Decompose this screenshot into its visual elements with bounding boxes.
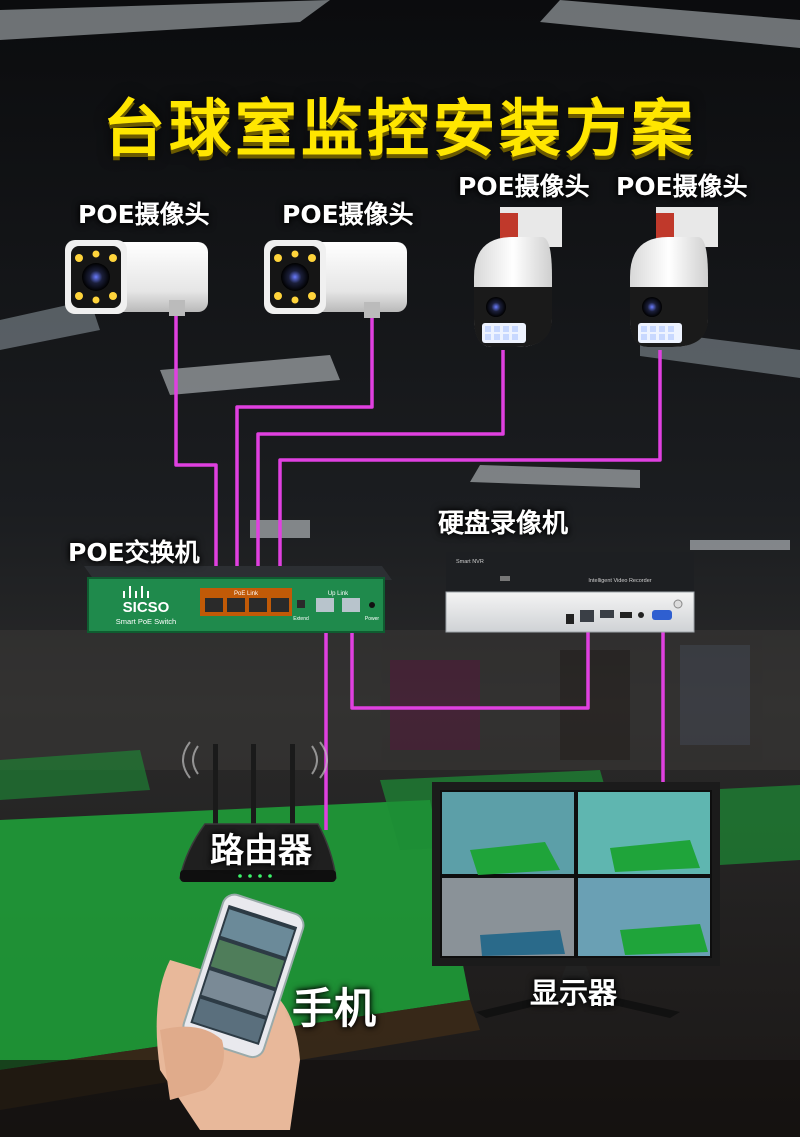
- wifi-icon: [182, 741, 328, 779]
- switch-uplink-label: Up Link: [328, 591, 349, 597]
- nvr-recorder: Smart NVR Intelligent Video Recorder: [445, 552, 695, 633]
- cable-cam3-switch: [256, 350, 505, 598]
- switch-extend-label: Extend: [293, 616, 309, 622]
- switch-port-group-label: PoE Link: [234, 591, 259, 597]
- camera-bullet-1: [65, 240, 208, 316]
- poe-switch: SICSO Smart PoE Switch PoE Link Extend U…: [84, 566, 392, 633]
- monitor-label: 显示器: [530, 976, 618, 1010]
- nvr-front-text: Intelligent Video Recorder: [588, 578, 651, 584]
- camera-label-1: POE摄像头: [78, 200, 210, 229]
- page-title: 台球室监控安装方案: [102, 92, 697, 165]
- router-antennas: [213, 744, 295, 830]
- switch-logo-icon: [123, 586, 149, 598]
- router-device: [179, 741, 337, 882]
- phone-label: 手机: [292, 984, 377, 1033]
- switch-subtitle: Smart PoE Switch: [116, 617, 176, 626]
- ceiling-lights: [0, 0, 800, 550]
- phone-in-hand: [156, 893, 305, 1130]
- camera-bullet-2: [264, 240, 407, 318]
- monitor-video-tiles: [442, 792, 710, 956]
- cable-group: [174, 312, 665, 830]
- nvr-label: 硬盘录像机: [438, 509, 569, 539]
- switch-brand: SICSO: [123, 599, 170, 616]
- nvr-brand: Smart NVR: [456, 559, 484, 565]
- camera-label-3: POE摄像头: [458, 172, 590, 201]
- cable-cam2-switch: [235, 315, 374, 598]
- camera-label-4: POE摄像头: [616, 172, 748, 201]
- switch-poe-ports: [205, 598, 289, 612]
- cable-cam4-switch: [278, 350, 662, 598]
- switch-label: POE交换机: [68, 538, 200, 567]
- camera-dome-3: [474, 207, 562, 347]
- camera-dome-4: [630, 207, 718, 347]
- router-label: 路由器: [210, 831, 312, 871]
- room-walls: [0, 630, 800, 770]
- cable-cam1-switch: [174, 312, 218, 598]
- switch-uplink-ports: [316, 598, 360, 612]
- monitor-display: [432, 782, 720, 1018]
- switch-power-label: Power: [365, 616, 380, 622]
- cable-switch-nvr: [350, 608, 590, 710]
- camera-label-2: POE摄像头: [282, 200, 414, 229]
